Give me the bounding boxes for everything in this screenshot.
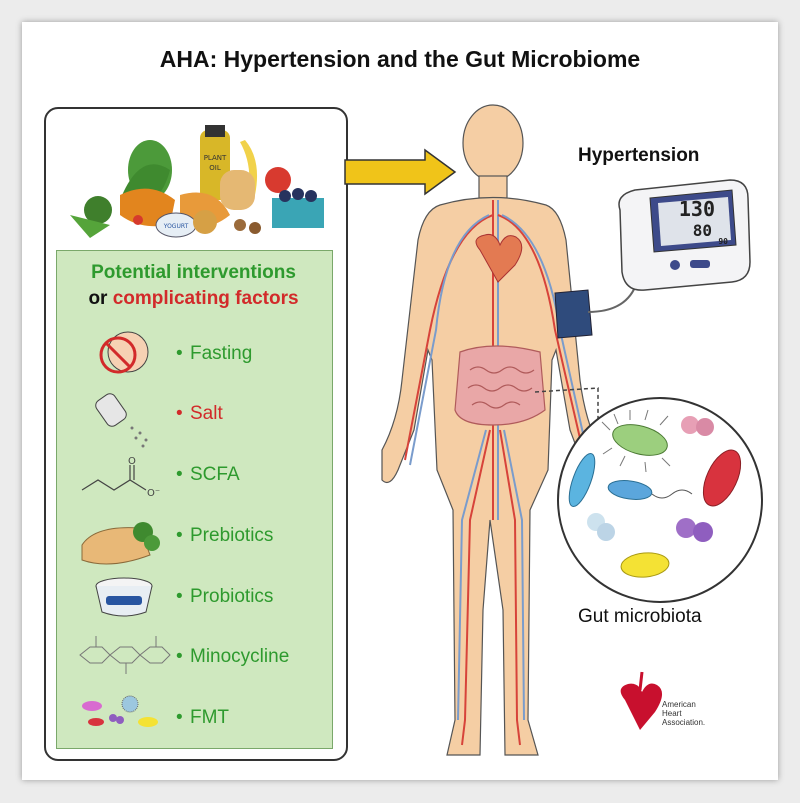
item-fasting: •Fasting [176,343,253,364]
microbes-icon [82,695,158,727]
figure-title: AHA: Hypertension and the Gut Microbiome [159,46,641,72]
microbiota-circle [557,397,763,603]
minocycline-molecule-icon [79,636,171,674]
interventions-box [56,250,333,749]
aha-logo-icon [620,671,663,730]
oil-label-top: PLANT [204,154,227,162]
bp-systolic: 130 [679,197,715,221]
complicating-factors-text: complicating factors [112,288,299,309]
oil-label-bottom: OIL [209,164,221,172]
gut-microbiota-label: Gut microbiota [578,606,702,627]
interventions-heading: Potential interventions [91,262,296,283]
item-fmt: •FMT [176,707,230,728]
item-label: Minocycline [190,646,290,667]
yellow-arrow [344,148,457,196]
complicating-heading: or complicating factors [56,288,331,310]
item-minocycline: •Minocycline [176,646,290,667]
item-label: SCFA [190,464,240,485]
food-pile-icon: PLANT OIL YOGURT [70,125,324,238]
intestines-icon [454,345,546,426]
item-label: FMT [190,707,230,728]
bp-monitor-icon: 130 80 90 [618,179,751,291]
yogurt-cup-icon [95,577,153,617]
salt-shaker-icon [95,393,148,448]
aha-line2: Heart [662,709,682,718]
item-probiotics: •Probiotics [176,586,274,607]
fasting-icon [99,331,149,374]
item-scfa: •SCFA [176,464,240,485]
item-salt: •Salt [176,403,223,424]
zoom-connector [534,387,599,430]
svg-text:O: O [128,456,136,467]
human-body-figure [381,104,601,756]
bp-diastolic: 80 [693,221,712,240]
prebiotics-food-icon [81,522,160,565]
bp-cuff-icon [554,289,593,339]
aha-line1: American [662,700,696,709]
item-label: Probiotics [190,586,274,607]
scfa-molecule-icon: O O⁻ [81,456,160,499]
bp-pulse: 90 [718,237,728,246]
aha-line3: Association. [662,718,706,727]
item-label: Prebiotics [190,525,274,546]
yogurt-label: YOGURT [163,223,189,230]
item-label: Salt [190,403,223,424]
heading-or: or [88,288,108,309]
hypertension-label: Hypertension [578,145,700,166]
heart-icon [475,234,523,283]
item-prebiotics: •Prebiotics [176,525,274,546]
svg-text:O⁻: O⁻ [147,488,160,499]
item-label: Fasting [190,343,253,364]
aha-logo-text: American Heart Association. [662,700,705,727]
